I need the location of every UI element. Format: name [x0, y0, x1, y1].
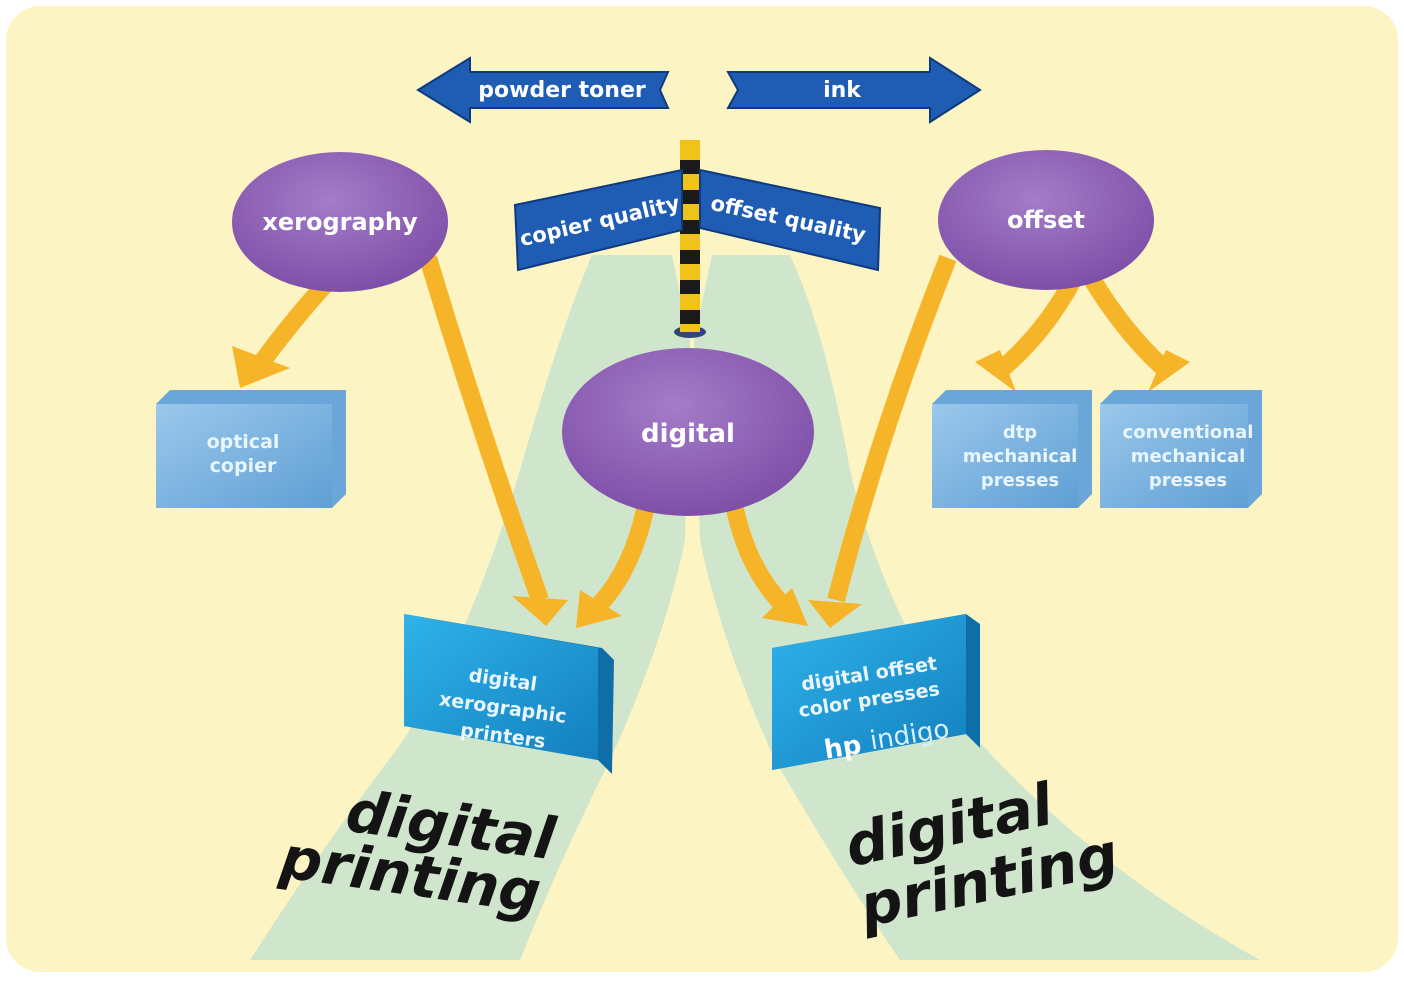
digital-xerographic-box: digital xerographic printers [404, 614, 614, 774]
xerography-label: xerography [262, 208, 418, 236]
dtp-line-3: presses [981, 470, 1059, 491]
conventional-presses-box: conventional mechanical presses [1100, 390, 1262, 508]
dtp-line-1: dtp [1003, 422, 1037, 443]
ink-label: ink [823, 78, 862, 103]
powder-toner-label: powder toner [478, 78, 646, 103]
offset-node: offset [938, 150, 1154, 290]
digital-node: digital [562, 348, 814, 516]
offset-label: offset [1007, 206, 1085, 234]
digital-offset-box: digital offset color presses hp indigo [772, 614, 980, 770]
conventional-line-1: conventional [1123, 422, 1254, 443]
digital-label: digital [641, 419, 735, 449]
xerography-node: xerography [232, 152, 448, 292]
dtp-presses-box: dtp mechanical presses [932, 390, 1092, 508]
hp-logo-text: hp [822, 730, 863, 765]
optical-copier-line-1: optical [207, 431, 280, 453]
dtp-line-2: mechanical [963, 446, 1078, 467]
powder-toner-arrow: powder toner [416, 56, 670, 124]
conventional-line-3: presses [1149, 470, 1227, 491]
optical-copier-line-2: copier [210, 455, 277, 477]
right-road [694, 255, 1260, 960]
conventional-line-2: mechanical [1131, 446, 1246, 467]
signpost [674, 140, 706, 338]
ink-arrow: ink [726, 56, 982, 124]
optical-copier-box: optical copier [156, 390, 346, 508]
